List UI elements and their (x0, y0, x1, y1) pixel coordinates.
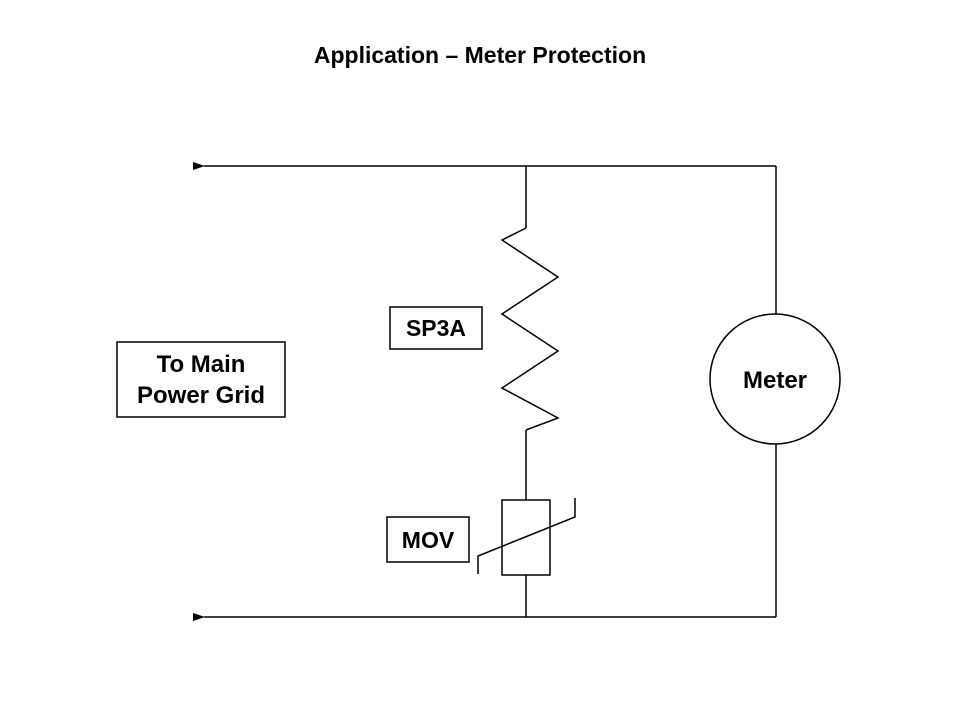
varistor-slash (477, 498, 576, 574)
varistor-label: MOV (402, 527, 455, 553)
varistor-label-box (386, 516, 470, 563)
page-title: Application – Meter Protection (313, 42, 647, 68)
meter-label: Meter (743, 367, 807, 394)
grid-label-line2: Power Grid (137, 382, 265, 409)
resistor-label-box (389, 306, 483, 350)
resistor-symbol (500, 227, 560, 431)
meter-symbol (709, 313, 841, 445)
grid-label-box (116, 341, 286, 418)
grid-label-line1: To Main (157, 351, 246, 378)
resistor-label: SP3A (406, 315, 466, 341)
